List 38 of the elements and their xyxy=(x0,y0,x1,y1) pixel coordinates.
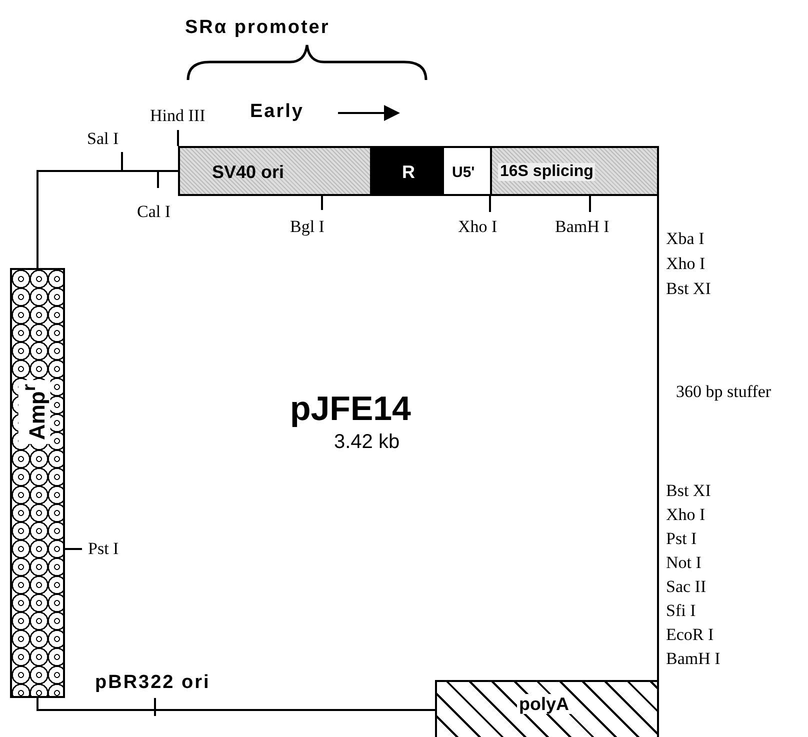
restriction-site-label: EcoR I xyxy=(666,626,714,643)
plasmid-name: pJFE14 xyxy=(290,392,411,426)
segment-label: 16S splicing xyxy=(498,163,596,181)
origin-label: pBR322 ori xyxy=(95,673,210,692)
backbone-line xyxy=(657,196,659,680)
repeat-segment xyxy=(370,146,444,196)
region-label: SRα promoter xyxy=(185,18,330,37)
restriction-site-label: Bst XI xyxy=(666,482,711,499)
segment-label: R xyxy=(401,162,416,182)
restriction-site-label: Sac II xyxy=(666,578,706,595)
resistance-gene-segment xyxy=(10,268,65,698)
segment-label: SV40 ori xyxy=(211,162,286,182)
restriction-site-label: Hind III xyxy=(150,107,206,124)
restriction-site-label: Xba I xyxy=(666,230,704,247)
restriction-site-label: Sal I xyxy=(87,130,119,147)
restriction-site-label: BamH I xyxy=(555,218,610,235)
plasmid-size: 3.42 kb xyxy=(334,432,400,452)
restriction-site-label: Bst XI xyxy=(666,280,711,297)
splicing-segment xyxy=(490,146,659,196)
polya-segment xyxy=(435,680,659,737)
restriction-site-label: Not I xyxy=(666,554,702,571)
backbone-line xyxy=(36,698,435,711)
leader-segment xyxy=(442,146,492,196)
segment-label: U5' xyxy=(451,164,476,181)
restriction-site-label: Xho I xyxy=(458,218,498,235)
restriction-site-label: Sfi I xyxy=(666,602,696,619)
backbone-line xyxy=(36,170,178,268)
restriction-site-label: Pst I xyxy=(88,540,119,557)
segment-label: polyA xyxy=(517,694,572,714)
restriction-site-label: Bgl I xyxy=(290,218,324,235)
restriction-site-label: Pst I xyxy=(666,530,697,547)
restriction-site-label: BamH I xyxy=(666,650,720,667)
stuffer-label: 360 bp stuffer xyxy=(676,383,772,400)
direction-label: Early xyxy=(250,102,304,121)
restriction-site-label: Cal I xyxy=(137,203,171,220)
restriction-site-label: Xho I xyxy=(666,506,706,523)
restriction-site-label: Xho I xyxy=(666,255,706,272)
promoter-segment xyxy=(178,146,372,196)
